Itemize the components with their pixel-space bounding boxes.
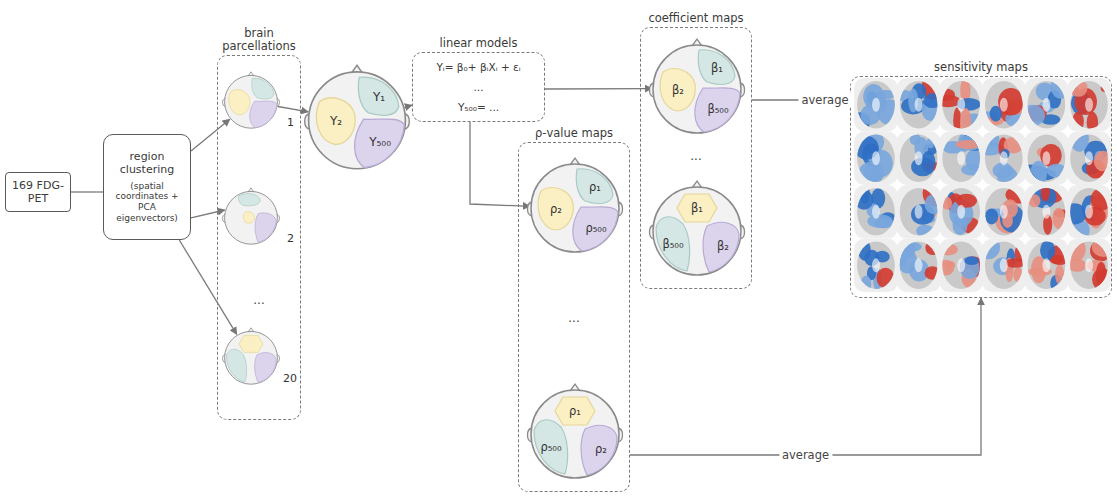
brain-head: β₁ β₂ β₅₀₀ — [647, 36, 747, 136]
region-label: β₂ — [717, 239, 729, 253]
dashed-group: linear modelsYᵢ= β₀+ βᵢXᵢ + εᵢ...Y₅₀₀= .… — [412, 52, 545, 122]
head-outline — [221, 186, 281, 246]
region-label: ρ₁ — [589, 180, 601, 194]
dashed-group: brain parcellations1220 — [217, 55, 301, 420]
connector-arrow — [179, 240, 236, 334]
connector-arrow — [405, 105, 412, 107]
brain-head: 20 — [221, 326, 281, 386]
brain-head: 1 — [221, 70, 281, 130]
ellipsis-label: ... — [253, 293, 264, 307]
group-heading: linear models — [401, 37, 556, 50]
region-label: ρ₅₀₀ — [540, 440, 561, 454]
connector-arrow — [278, 107, 308, 112]
region-label: β₅₀₀ — [662, 237, 683, 251]
box-title: region clustering — [108, 150, 186, 176]
process-box: region clustering (spatial coordinates + … — [103, 134, 191, 240]
region-label: β₁ — [711, 61, 723, 75]
edge-label: average — [798, 93, 851, 107]
head-outline — [221, 70, 281, 130]
head-outline — [221, 326, 281, 386]
region-label: Y₅₀₀ — [369, 135, 391, 149]
brain-head: 2 — [221, 186, 281, 246]
brain-head: ρ₁ ρ₅₀₀ ρ₂ — [525, 381, 625, 481]
region-label: Y₂ — [330, 114, 342, 128]
connector-arrow — [630, 298, 981, 455]
parcellation-number: 20 — [283, 372, 297, 385]
group-heading: sensitivity maps — [839, 61, 1117, 74]
model-equation: Y₅₀₀= ... — [458, 101, 499, 113]
edge-label: average — [779, 448, 832, 462]
box-note: (spatial coordinates + PCA eigenvectors) — [108, 181, 186, 224]
parcellation-number: 2 — [287, 232, 294, 245]
model-equation: ... — [473, 81, 483, 93]
brain-head: ρ₁ ρ₂ ρ₅₀₀ — [525, 155, 625, 255]
head-outline — [647, 178, 747, 278]
region-label: ρ₅₀₀ — [585, 221, 606, 235]
group-heading: ρ-value maps — [507, 127, 641, 140]
region-label: Y₁ — [373, 90, 385, 104]
ellipsis-label: ... — [690, 149, 701, 163]
parcellation-number: 1 — [287, 116, 294, 129]
box-title: 169 FDG-PET — [10, 179, 66, 205]
connector-arrow — [470, 122, 530, 206]
region-label: ρ₂ — [550, 202, 562, 216]
sensitivity-thumbnails — [851, 77, 1111, 297]
region-label: ρ₂ — [595, 442, 607, 456]
ellipsis-label: ... — [568, 311, 579, 325]
head-outline — [647, 36, 747, 136]
dashed-group: sensitivity maps — [850, 76, 1112, 298]
head-outline — [525, 155, 625, 255]
connector-arrow — [545, 88, 652, 90]
brain-head: β₁ β₅₀₀ β₂ — [647, 178, 747, 278]
region-label: β₂ — [672, 83, 684, 97]
brain-head: Y₁ Y₂ Y₅₀₀ — [302, 62, 412, 172]
connector-arrow — [191, 210, 225, 218]
group-heading: brain parcellations — [206, 27, 312, 53]
head-outline — [302, 62, 412, 172]
model-equation: Yᵢ= β₀+ βᵢXᵢ + εᵢ — [436, 61, 520, 73]
input-box: 169 FDG-PET — [5, 172, 71, 212]
head-outline — [525, 381, 625, 481]
region-label: ρ₁ — [569, 404, 581, 418]
region-label: β₁ — [691, 201, 703, 215]
connector-arrow — [191, 119, 230, 151]
group-heading: coefficient maps — [629, 12, 763, 25]
connector-arrow — [71, 191, 103, 192]
region-label: β₅₀₀ — [707, 102, 728, 116]
